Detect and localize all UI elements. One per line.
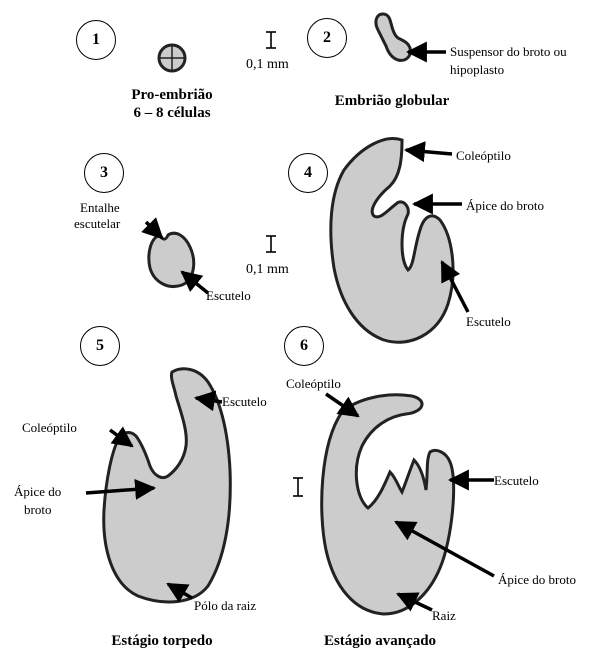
stage-number-4: 4 <box>288 153 328 193</box>
label-raiz: Raiz <box>432 608 456 624</box>
label-escutelo-4: Escutelo <box>466 314 511 330</box>
scale-label-2: 0,1 mm <box>246 262 289 278</box>
stage2-caption: Embrião globular <box>318 92 466 110</box>
label-entalhe-line2: escutelar <box>74 216 120 232</box>
label-coleoptilo-4: Coleóptilo <box>456 148 511 164</box>
stage6-caption: Estágio avançado <box>302 632 458 650</box>
label-apice-4: Ápice do broto <box>466 198 544 214</box>
label-apice-5-line1: Ápice do <box>14 484 61 500</box>
stage1-caption: Pro-embrião 6 – 8 células <box>112 86 232 122</box>
stage1-caption-line1: Pro-embrião <box>112 86 232 104</box>
stage-number-3: 3 <box>84 153 124 193</box>
label-suspensor-line1: Suspensor do broto ou <box>450 44 567 60</box>
label-polo-raiz: Pólo da raiz <box>194 598 256 614</box>
stage6-embryo-shape <box>322 395 454 614</box>
label-entalhe-line1: Entalhe <box>80 200 120 216</box>
stage5-embryo-shape <box>104 369 231 602</box>
label-coleoptilo-6: Coleóptilo <box>286 376 341 392</box>
globular-embryo-shape <box>376 14 410 60</box>
label-apice-6: Ápice do broto <box>498 572 576 588</box>
proembryo-shape <box>159 45 185 71</box>
stage5-caption: Estágio torpedo <box>88 632 236 650</box>
label-coleoptilo-5: Coleóptilo <box>22 420 77 436</box>
label-suspensor-line2: hipoplasto <box>450 62 504 78</box>
stage1-caption-line2: 6 – 8 células <box>112 104 232 122</box>
stage-number-1: 1 <box>76 20 116 60</box>
label-apice-5-line2: broto <box>24 502 51 518</box>
stage-number-2: 2 <box>307 18 347 58</box>
label-escutelo-5: Escutelo <box>222 394 267 410</box>
stage4-embryo-shape <box>331 139 453 343</box>
arrow-coleoptilo-4 <box>406 150 452 154</box>
label-escutelo-3: Escutelo <box>206 288 251 304</box>
scutellar-notch-embryo-shape <box>149 233 194 286</box>
scale-bar-marker-2 <box>266 236 276 252</box>
stage-number-5: 5 <box>80 326 120 366</box>
label-escutelo-6: Escutelo <box>494 473 539 489</box>
scale-bar-marker-3 <box>293 478 303 496</box>
scale-bar-marker-1 <box>266 32 276 48</box>
stage-number-6: 6 <box>284 326 324 366</box>
scale-label-1: 0,1 mm <box>246 57 289 73</box>
arrow-entalhe <box>146 222 162 238</box>
